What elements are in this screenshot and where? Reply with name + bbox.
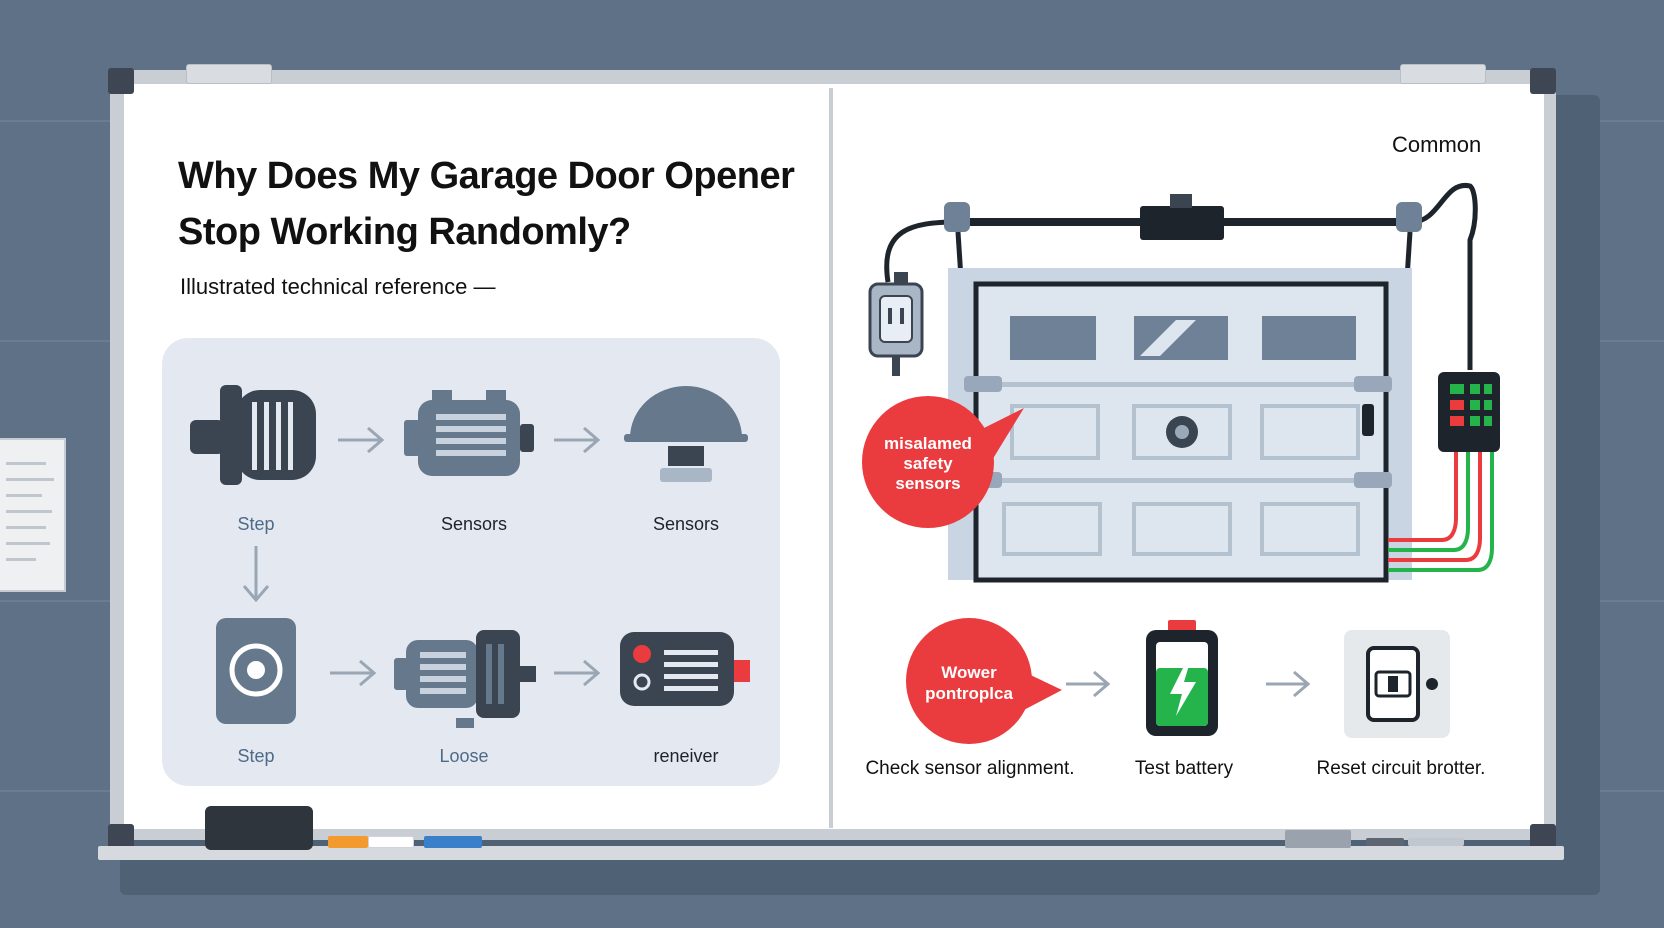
callout-line: sensors xyxy=(895,474,961,493)
eraser[interactable] xyxy=(205,806,313,850)
battery-icon xyxy=(1146,620,1218,736)
flow-label-step-2: Step xyxy=(237,746,275,766)
flow-label-sensors-1: Sensors xyxy=(440,514,508,534)
flow-arrow xyxy=(242,426,601,687)
step-check-sensor: Check sensor alignment. xyxy=(865,758,1075,779)
sensor-motor-icon xyxy=(404,390,534,476)
callout-line: safety xyxy=(903,454,953,473)
motor-icon xyxy=(190,385,316,485)
frame-corner xyxy=(108,68,134,94)
step-reset-breaker: Reset circuit brotter. xyxy=(1316,758,1486,779)
callout-power-problem: Wower pontroplca xyxy=(906,618,1032,744)
callout-line: Wower xyxy=(941,663,997,682)
blue-marker[interactable] xyxy=(424,836,482,848)
title-line-2: Stop Working Randomly? xyxy=(178,211,631,253)
board-divider xyxy=(829,88,833,828)
marker-tray xyxy=(98,846,1564,860)
wall-paper-note xyxy=(0,438,66,592)
frame-corner xyxy=(1530,824,1556,850)
tray-item xyxy=(1366,838,1404,846)
receiver-icon xyxy=(620,632,750,706)
gear-motor-icon xyxy=(394,630,536,728)
orange-marker[interactable] xyxy=(328,836,368,848)
flow-label-receiver: reneiver xyxy=(653,746,719,766)
outlet-plug-icon xyxy=(868,272,924,376)
step-test-battery: Test battery xyxy=(1134,758,1234,779)
flow-label-loose: Loose xyxy=(439,746,489,766)
board-clip xyxy=(186,64,272,84)
callout-line: misalamed xyxy=(884,434,972,453)
board-clip xyxy=(1400,64,1486,84)
frame-corner xyxy=(108,824,134,850)
tray-item xyxy=(1408,838,1464,846)
circuit-breaker-icon xyxy=(1344,630,1450,738)
flow-label-step-1: Step xyxy=(237,514,275,534)
title-line-1: Why Does My Garage Door Opener xyxy=(178,155,795,197)
control-board-icon xyxy=(1438,372,1500,452)
callout-line: pontroplca xyxy=(925,684,1013,703)
flow-label-sensors-2: Sensors xyxy=(652,514,720,534)
frame-corner xyxy=(1530,68,1556,94)
garage-door-icon xyxy=(884,183,1494,583)
wall-control-icon xyxy=(216,618,296,724)
flow-arrow xyxy=(1066,670,1311,698)
page-title: Why Does My Garage Door Opener Stop Work… xyxy=(178,148,818,260)
dome-sensor-icon xyxy=(624,386,748,482)
white-marker[interactable] xyxy=(368,836,414,848)
tray-item xyxy=(1285,830,1351,848)
callout-misaligned-sensors: misalamed safety sensors xyxy=(862,396,994,528)
common-label: Common xyxy=(1392,132,1482,157)
subtitle: Illustrated technical reference — xyxy=(180,274,496,299)
